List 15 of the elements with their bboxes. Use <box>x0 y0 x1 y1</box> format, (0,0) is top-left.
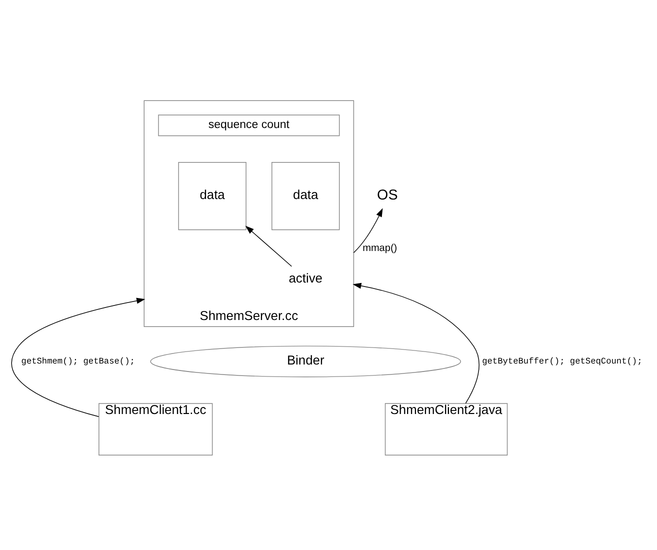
edge-label: getShmem(); getBase(); <box>21 356 135 367</box>
node-ellipse: Binder <box>150 346 461 378</box>
node-text: OS <box>377 188 398 204</box>
node-box: ShmemClient2.java <box>384 403 508 456</box>
edge-label: mmap() <box>362 242 398 254</box>
edge-label: getByteBuffer(); getSeqCount(); <box>482 356 642 367</box>
node-box: ShmemClient1.cc <box>98 403 213 456</box>
node-box: data <box>178 162 246 230</box>
arrow <box>353 208 383 254</box>
node-box: data <box>272 162 340 230</box>
arrow <box>245 226 292 267</box>
arrow <box>352 282 480 404</box>
node-box: sequence count <box>158 114 340 136</box>
arrow <box>11 298 146 417</box>
node-text: active <box>288 270 322 286</box>
